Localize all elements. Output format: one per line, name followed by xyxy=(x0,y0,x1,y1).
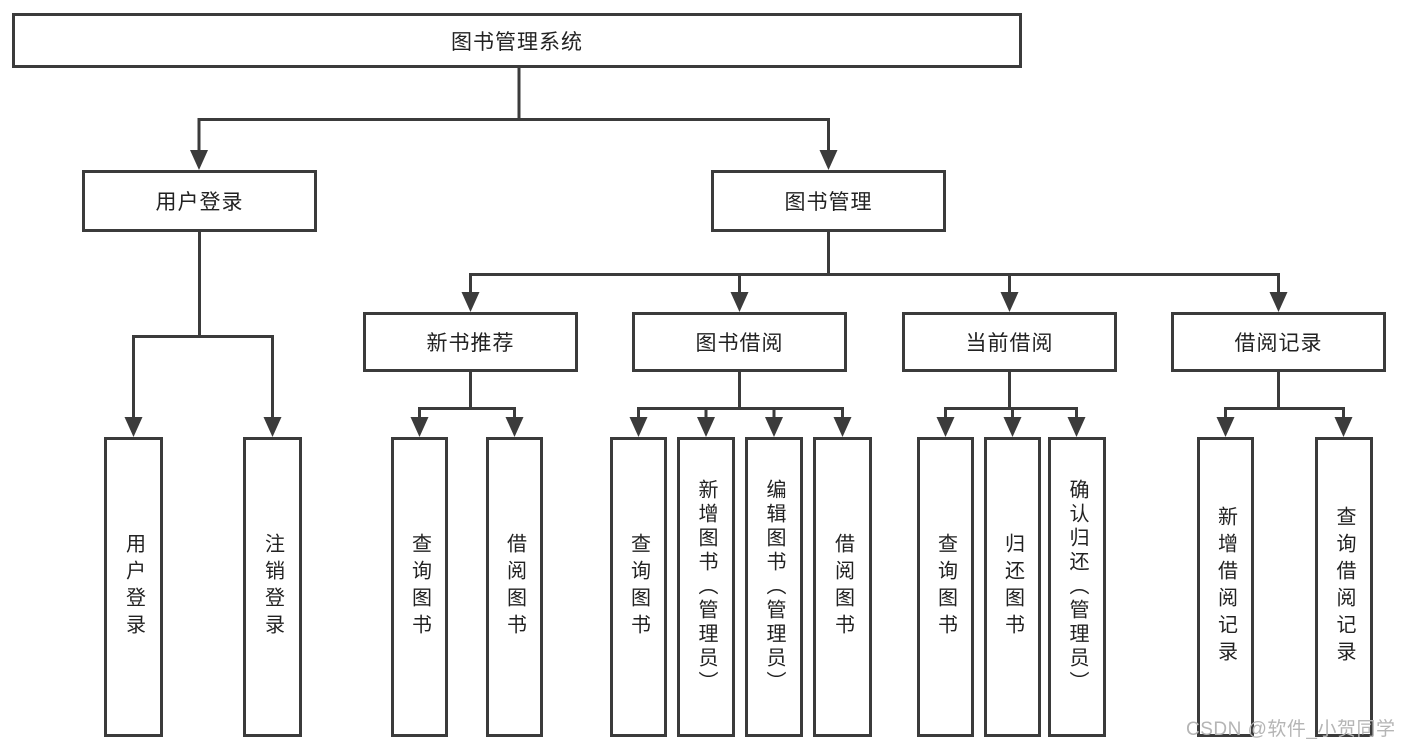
node-user-login: 用户登录 xyxy=(82,170,317,232)
leaf-add-book-admin: 新增图书（管理员） xyxy=(677,437,735,737)
leaf-edit-book-admin: 编辑图书（管理员） xyxy=(745,437,803,737)
node-new-book-recommend: 新书推荐 xyxy=(363,312,578,372)
leaf-current-query-book: 查询图书 xyxy=(917,437,974,737)
leaf-recommend-borrow-book: 借阅图书 xyxy=(486,437,543,737)
leaf-borrow-query-book: 查询图书 xyxy=(610,437,667,737)
node-root: 图书管理系统 xyxy=(12,13,1022,68)
leaf-borrow-book: 借阅图书 xyxy=(813,437,872,737)
leaf-return-book: 归还图书 xyxy=(984,437,1041,737)
node-current-borrow: 当前借阅 xyxy=(902,312,1117,372)
leaf-confirm-return-admin: 确认归还（管理员） xyxy=(1048,437,1106,737)
node-borrow-records: 借阅记录 xyxy=(1171,312,1386,372)
leaf-recommend-query-book: 查询图书 xyxy=(391,437,448,737)
leaf-user-login: 用户登录 xyxy=(104,437,163,737)
node-book-borrow: 图书借阅 xyxy=(632,312,847,372)
node-book-management: 图书管理 xyxy=(711,170,946,232)
arrowheads xyxy=(124,150,1353,437)
leaf-logout: 注销登录 xyxy=(243,437,302,737)
leaf-add-borrow-record: 新增借阅记录 xyxy=(1197,437,1254,737)
csdn-watermark: CSDN @软件_小贺同学 xyxy=(1186,719,1396,740)
leaf-query-borrow-record: 查询借阅记录 xyxy=(1315,437,1373,737)
